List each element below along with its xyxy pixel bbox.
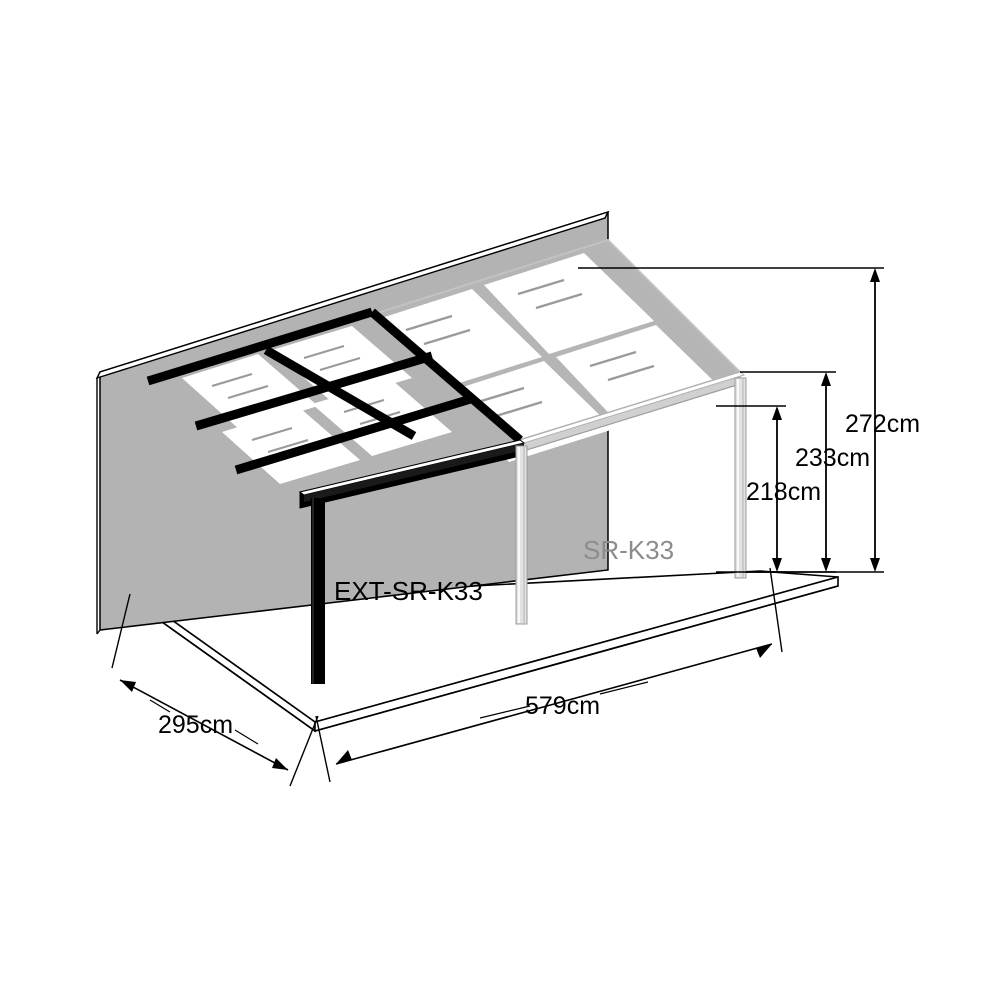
dimension-post-height [716, 405, 786, 573]
dimension-eave-height [740, 371, 836, 573]
dimension-label-wall-height: 272cm [845, 410, 920, 438]
dimension-label-depth: 295cm [158, 711, 233, 739]
dimension-label-width: 579cm [525, 692, 600, 720]
post-extension-left [311, 498, 325, 684]
dimension-depth [111, 593, 319, 787]
dimension-label-eave-height: 233cm [795, 444, 870, 472]
part-label-main: SR-K33 [583, 535, 674, 565]
extension-rafters [146, 307, 523, 475]
part-label-extension: EXT-SR-K33 [334, 576, 483, 606]
post-right [734, 377, 747, 579]
extension-roof-ext-sr-k33 [145, 307, 526, 509]
dimension-label-post-height: 218cm [746, 478, 821, 506]
post-middle [515, 445, 528, 625]
dimension-width [315, 567, 783, 783]
